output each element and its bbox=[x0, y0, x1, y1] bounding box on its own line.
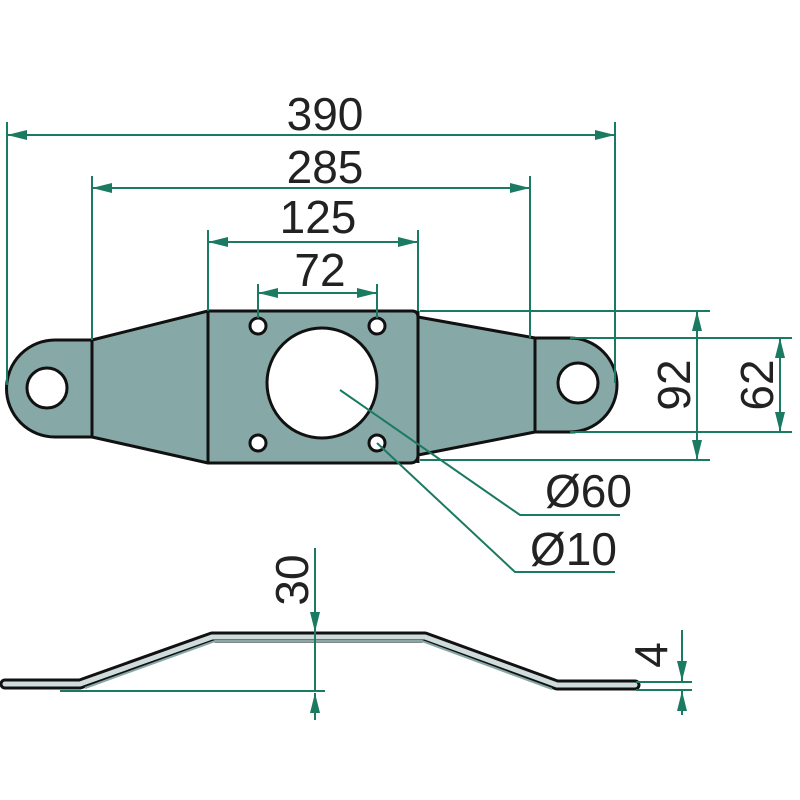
dim-hole-spacing: 72 bbox=[294, 244, 345, 296]
vertical-dimensions: 92 62 bbox=[420, 310, 792, 461]
dim-overall-length: 390 bbox=[287, 88, 364, 140]
dim-lobe-length: 285 bbox=[287, 141, 364, 193]
dim-center-hole: Ø60 bbox=[545, 465, 632, 517]
side-view: 30 4 bbox=[0, 548, 692, 720]
dim-plate-length: 125 bbox=[280, 191, 357, 243]
dim-plate-width: 92 bbox=[648, 359, 700, 410]
dim-offset-height: 30 bbox=[266, 554, 318, 605]
leaders: Ø60 Ø10 bbox=[339, 389, 632, 575]
bolt-hole bbox=[367, 316, 387, 336]
dim-lobe-width: 62 bbox=[731, 359, 783, 410]
center-hole bbox=[265, 326, 379, 440]
right-lobe-hole bbox=[556, 361, 600, 405]
dim-bolt-hole: Ø10 bbox=[530, 523, 617, 575]
bolt-hole bbox=[248, 316, 268, 336]
dim-thickness: 4 bbox=[625, 642, 677, 668]
horizontal-dimensions: 390 285 125 72 bbox=[6, 88, 616, 385]
top-view bbox=[5, 309, 619, 465]
left-lobe-hole bbox=[25, 366, 69, 410]
bolt-hole bbox=[248, 433, 268, 453]
